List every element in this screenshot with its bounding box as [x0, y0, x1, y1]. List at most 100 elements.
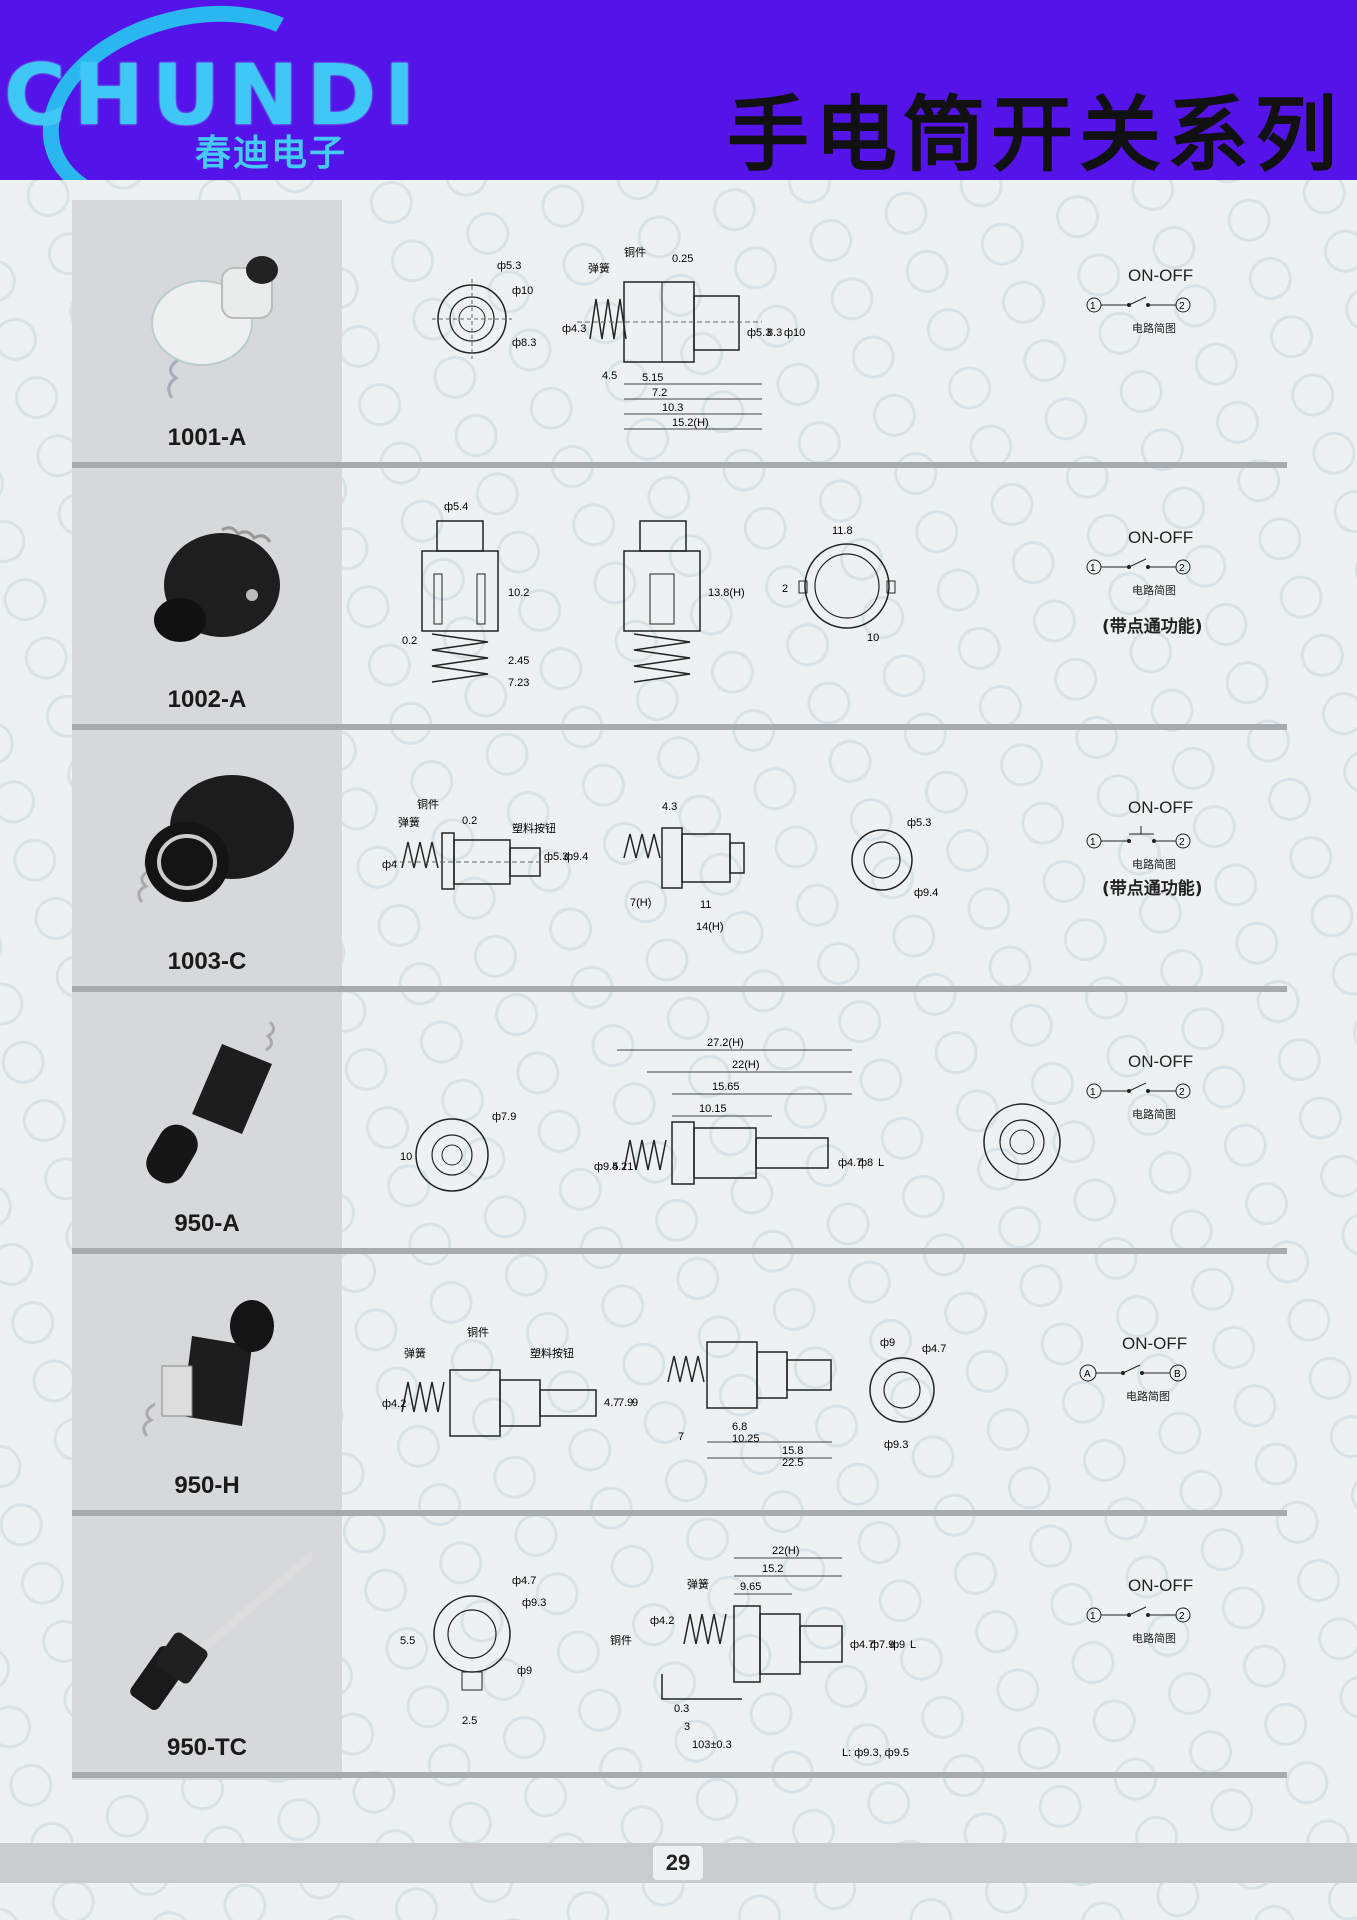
circuit-diagram-950-a: ON-OFF 1 2 电路简图	[1084, 1052, 1264, 1122]
dim-label: 4.7	[604, 1397, 619, 1409]
dim-label: ф5.3	[497, 260, 521, 272]
dim-label: 15.8	[782, 1445, 803, 1457]
dim-label: 103±0.3	[692, 1739, 732, 1751]
dim-label: 3	[684, 1721, 690, 1733]
dim-label: 11	[700, 899, 711, 911]
terminal-label: B	[1174, 1369, 1181, 1380]
dim-label: 11.8	[832, 525, 853, 537]
technical-drawing-1001-a: ф5.3 ф10 ф8.3 铜件 弹簧 0.25 ф4.3 ф5.3 8.3 ф…	[432, 245, 805, 430]
dim-label: 27.2(H)	[707, 1037, 744, 1049]
terminal-label: 2	[1179, 1087, 1185, 1098]
dim-label: ф4.2	[382, 1398, 406, 1410]
switch-symbol: 1 2	[1086, 296, 1191, 313]
dim-label: ф8	[858, 1157, 873, 1169]
product-row-1003-c: 1003-C 铜件 弹簧 0.2 塑料按钮 ф4 ф5.3 ф9.4 4.3 7…	[72, 730, 1287, 992]
product-photo-1001-a	[151, 256, 278, 399]
dim-label: 7(H)	[630, 897, 651, 909]
circuit-note: (带点通功能)	[1102, 879, 1203, 899]
circuit-title: ON-OFF	[1122, 1334, 1188, 1353]
dim-label: 铜件	[417, 797, 439, 811]
circuit-title: ON-OFF	[1128, 1576, 1194, 1595]
circuit-title: ON-OFF	[1128, 266, 1194, 285]
product-row-950-h: 950-H 铜件 弹簧 塑料按钮 ф4.2 4.7 7.9 9 7 6.8 10…	[72, 1254, 1287, 1516]
terminal-label: 2	[1179, 563, 1185, 574]
dim-label: 22(H)	[772, 1545, 800, 1557]
dim-label: 4.5	[602, 370, 617, 382]
dim-label: 塑料按钮	[512, 821, 556, 835]
product-row-950-tc: 950-TC ф4.7 ф9.3 5.5 ф9 2.5 弹簧 铜件 22(H) …	[72, 1516, 1287, 1778]
product-photo-950-tc	[130, 1549, 312, 1710]
model-label: 1002-A	[167, 686, 247, 713]
circuit-diagram-1002-a: ON-OFF 1 2 电路简图 (带点通功能)	[1084, 528, 1264, 637]
product-photo-1003-c	[137, 775, 294, 903]
dim-label: 4.3	[662, 801, 677, 813]
row-separator	[72, 1248, 1287, 1254]
product-row-1002-a: 1002-A ф5.4 10.2 0.2 2.45 7.23 13.8(H) 1…	[72, 468, 1287, 730]
end-view-drawing-950-a	[983, 1103, 1061, 1181]
technical-drawing-1003-c: 铜件 弹簧 0.2 塑料按钮 ф4 ф5.3 ф9.4 4.3 7(H) 11 …	[382, 797, 938, 933]
model-label: 950-TC	[166, 1734, 248, 1761]
dim-label: ф9.4	[914, 887, 938, 899]
model-label: 950-H	[174, 1472, 240, 1499]
dim-label: ф4.7	[512, 1575, 536, 1587]
product-photo-1002-a	[154, 526, 280, 642]
dim-label: 2.5	[462, 1715, 477, 1727]
circuit-note: (带点通功能)	[1102, 617, 1203, 637]
page-number: 29	[653, 1846, 703, 1880]
dim-label: 铜件	[624, 245, 646, 259]
dim-label: ф5.3	[907, 817, 931, 829]
dim-label: 5.5	[400, 1635, 415, 1647]
switch-symbol: 1 2	[1086, 826, 1191, 849]
dim-label: 7.2	[652, 387, 667, 399]
terminal-label: 1	[1090, 837, 1096, 848]
dim-label: ф8.3	[512, 337, 536, 349]
dim-label: ф4.7	[850, 1639, 874, 1651]
dim-label: ф9	[880, 1337, 895, 1349]
dim-label: ф9.5	[594, 1161, 618, 1173]
chundi-logo: CHUNDI 春迪电子	[0, 0, 415, 180]
model-label: 950-A	[174, 1210, 240, 1237]
dim-label: ф7.9	[870, 1639, 894, 1651]
dim-label: 9	[632, 1397, 638, 1409]
product-row-1001-a: 1001-A ф5.3 ф10 ф8.3 铜件 弹簧 0.25 ф4.3 ф5.…	[72, 206, 1287, 468]
technical-drawing-950-a: ф7.9 10 27.2(H) 22(H) 15.65 10.15 ф9.5 4…	[400, 1037, 884, 1192]
dim-label: 8.3	[767, 327, 782, 339]
dim-label: ф4.3	[562, 323, 586, 335]
model-label: 1001-A	[167, 424, 247, 451]
dim-label: 2.45	[508, 655, 529, 667]
dim-label: ф9	[890, 1639, 905, 1651]
dim-label: 13.8(H)	[708, 587, 745, 599]
circuit-title: ON-OFF	[1128, 1052, 1194, 1071]
dim-label: 15.2(H)	[672, 417, 709, 429]
dim-label: L: ф9.3, ф9.5	[842, 1747, 909, 1759]
terminal-label: 1	[1090, 1611, 1096, 1622]
circuit-diagram-1001-a: ON-OFF 1 2 电路简图	[1084, 266, 1264, 336]
terminal-label: 2	[1179, 1611, 1185, 1622]
dim-label: ф9	[517, 1665, 532, 1677]
dim-label: 10.3	[662, 402, 683, 414]
dim-label: 6.8	[732, 1421, 747, 1433]
switch-symbol: A B	[1079, 1364, 1187, 1382]
circuit-caption: 电路简图	[1132, 859, 1176, 871]
dim-label: 0.3	[674, 1703, 689, 1715]
dim-label: ф4	[382, 859, 397, 871]
dim-label: 22(H)	[732, 1059, 760, 1071]
terminal-label: 1	[1090, 563, 1096, 574]
product-photo-950-a	[146, 1020, 275, 1184]
circuit-title: ON-OFF	[1128, 798, 1194, 817]
circuit-caption: 电路简图	[1132, 1109, 1176, 1121]
row-separator	[72, 986, 1287, 992]
model-label: 1003-C	[167, 948, 247, 975]
dim-label: 7.9	[618, 1397, 633, 1409]
dim-label: 10	[400, 1151, 412, 1163]
circuit-diagram-1003-c: ON-OFF 1 2 电路简图 (带点通功能)	[1084, 798, 1264, 899]
switch-symbol: 1 2	[1086, 1606, 1191, 1623]
dim-label: ф10	[784, 327, 805, 339]
terminal-label: 1	[1090, 301, 1096, 312]
dim-label: ф5.3	[747, 327, 771, 339]
dim-label: ф5.4	[444, 501, 468, 513]
dim-label: ф7.9	[492, 1111, 516, 1123]
dim-label: 0.25	[672, 253, 693, 265]
dim-label: 弹簧	[687, 1577, 709, 1591]
dim-label: ф9.4	[564, 851, 588, 863]
